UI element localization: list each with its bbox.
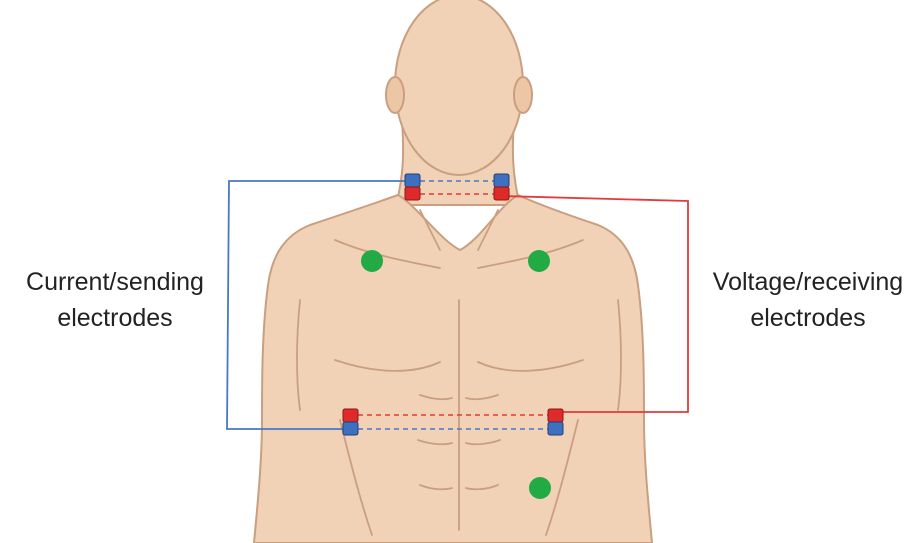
current-electrodes-label: Current/sending electrodes <box>0 264 230 336</box>
voltage-label-line1: Voltage/receiving <box>692 264 924 300</box>
left-ear <box>386 77 404 113</box>
green-marker-left-chest <box>361 250 383 272</box>
right-ear <box>514 77 532 113</box>
torso <box>254 195 652 543</box>
green-marker-right-chest <box>528 250 550 272</box>
neck-right-red-electrode <box>494 187 509 200</box>
neck-right-blue-electrode <box>494 174 509 187</box>
abdomen-right-red-electrode <box>548 409 563 422</box>
neck-left-red-electrode <box>405 187 420 200</box>
neck-left-blue-electrode <box>405 174 420 187</box>
green-marker-abdomen <box>529 477 551 499</box>
abdomen-left-blue-electrode <box>343 422 358 435</box>
human-torso-figure <box>254 0 652 543</box>
abdomen-left-red-electrode <box>343 409 358 422</box>
voltage-electrodes-label: Voltage/receiving electrodes <box>692 264 924 336</box>
current-label-line1: Current/sending <box>0 264 230 300</box>
abdomen-right-blue-electrode <box>548 422 563 435</box>
voltage-label-line2: electrodes <box>692 300 924 336</box>
current-label-line2: electrodes <box>0 300 230 336</box>
head <box>395 0 523 175</box>
